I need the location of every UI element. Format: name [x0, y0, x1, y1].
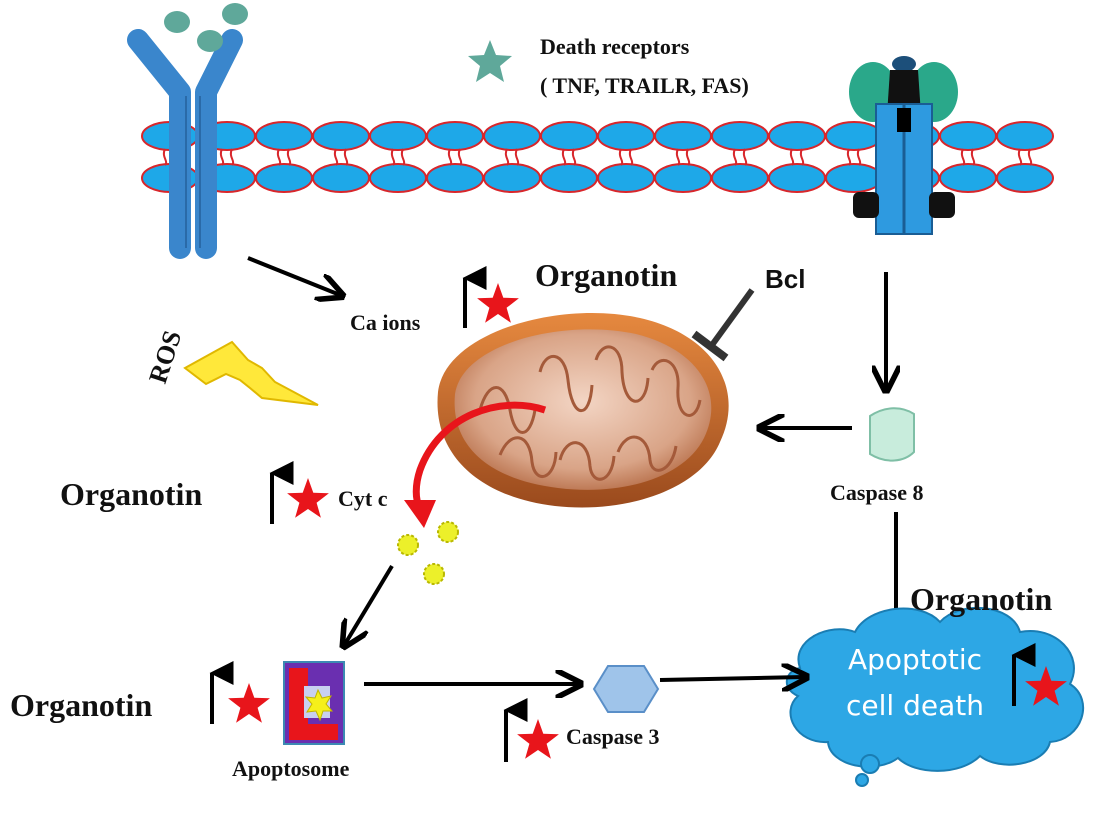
arrow-caspase3-to-death [659, 677, 804, 680]
organotin-bottom-label: Organotin [10, 687, 152, 723]
apoptosome-star-icon [228, 683, 270, 723]
bcl-inhibition-icon [691, 288, 755, 362]
caspase3-star-icon [517, 719, 559, 759]
ros-lightning-icon [183, 340, 319, 406]
ca-star-icon [477, 283, 519, 323]
death-receptors-title: Death receptors [540, 34, 690, 59]
apoptotic-cell-death-cloud [786, 606, 1085, 787]
outcome-line2: cell death [846, 689, 984, 722]
organotin-left-label: Organotin [60, 476, 202, 512]
growth-factor-receptor [127, 29, 243, 259]
cytochrome-c-particle [437, 521, 459, 543]
death-receptor-legend: Death receptors ( TNF, TRAILR, FAS) [468, 34, 749, 98]
arrow-cyt-to-apoptosome [345, 564, 394, 644]
death-receptors-list: ( TNF, TRAILR, FAS) [540, 73, 749, 98]
cytochrome-c-particle [423, 563, 445, 585]
death-star-icon [1025, 666, 1067, 706]
cyt-c-label: Cyt c [338, 486, 388, 511]
arrow-receptor-to-ca [247, 256, 340, 295]
ca-ions-label: Ca ions [350, 310, 421, 335]
caspase8-icon [869, 407, 915, 462]
cytochrome-c-particle [397, 534, 419, 556]
outcome-line1: Apoptotic [848, 643, 982, 676]
caspase3-icon [592, 665, 660, 713]
cyt-star-icon [287, 478, 329, 518]
cyt-c-release-arrowhead [404, 500, 436, 528]
cytochrome-c-particles [397, 521, 459, 585]
apoptosome-icon [283, 661, 345, 745]
apoptosome-label: Apoptosome [232, 756, 350, 781]
cyt-c-release-arrow [412, 401, 547, 510]
organotin-top-label: Organotin [535, 257, 677, 293]
cell-membrane [141, 121, 1054, 193]
death-receptor-star-icon [468, 40, 512, 82]
ligand-particles [164, 3, 248, 52]
caspase3-label: Caspase 3 [566, 724, 660, 749]
death-receptor [849, 56, 958, 235]
mitochondrion [437, 313, 729, 508]
organotin-right-label: Organotin [910, 581, 1052, 617]
bcl-label: Bcl [765, 264, 805, 294]
ros-label: ROS [143, 327, 187, 387]
caspase8-label: Caspase 8 [830, 480, 924, 505]
